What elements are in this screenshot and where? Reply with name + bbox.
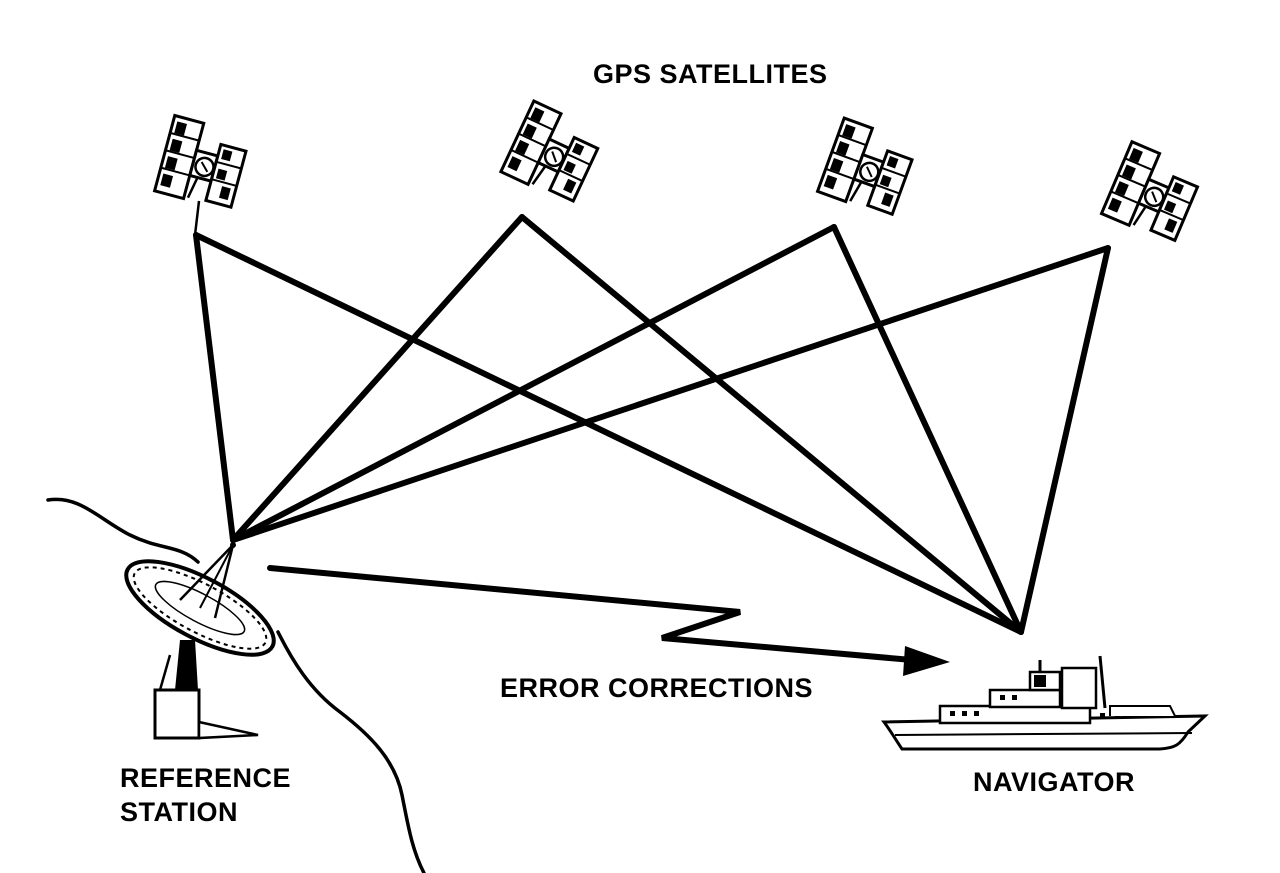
error-corrections-arrow xyxy=(267,565,950,676)
link-sat1-navigator xyxy=(193,232,1024,635)
satellite-4 xyxy=(1097,137,1209,249)
reference-station-label-line2: STATION xyxy=(120,796,238,827)
link-sat3-reference xyxy=(230,224,837,543)
navigator-ship xyxy=(881,655,1209,751)
signal-lines xyxy=(193,214,1111,635)
link-sat1-reference xyxy=(193,232,236,543)
link-sat2-navigator xyxy=(519,214,1024,635)
satellite-1 xyxy=(153,113,252,236)
satellite-3 xyxy=(814,114,921,222)
link-sat3-navigator xyxy=(831,224,1024,635)
coastline xyxy=(46,497,426,873)
reference-station-label-line1: REFERENCE xyxy=(120,763,292,793)
reference-station xyxy=(124,542,276,740)
navigator-label: NAVIGATOR xyxy=(973,767,1136,797)
link-sat4-navigator xyxy=(1018,245,1111,635)
link-sat2-reference xyxy=(230,214,525,543)
satellite-2 xyxy=(495,95,610,210)
link-sat4-reference xyxy=(230,245,1111,543)
satellites-label: GPS SATELLITES xyxy=(593,59,828,89)
reference-station-label: REFERENCE STATION xyxy=(120,762,291,830)
error-corrections-label: ERROR CORRECTIONS xyxy=(500,673,814,703)
